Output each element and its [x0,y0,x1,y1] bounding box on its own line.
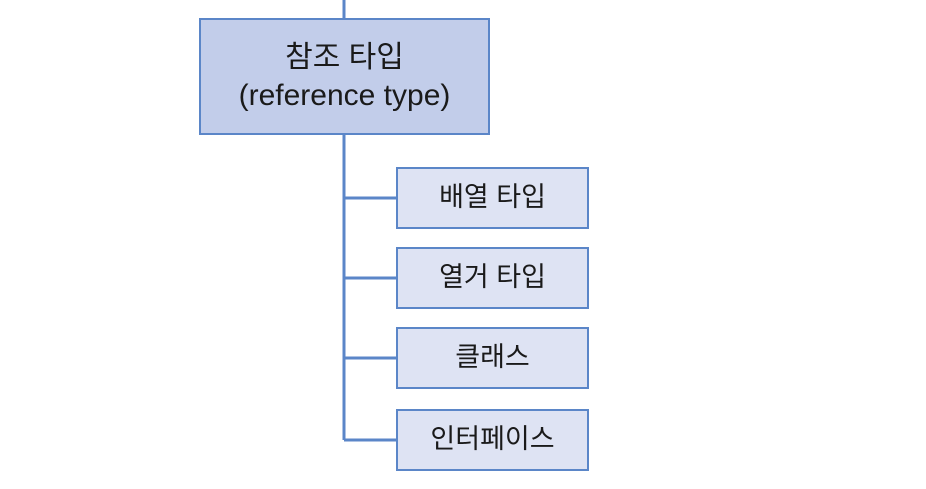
node-interface: 인터페이스 [396,409,589,471]
node-class-label: 클래스 [455,342,530,373]
node-interface-label: 인터페이스 [430,424,555,455]
node-enum-type-label: 열거 타입 [439,262,546,293]
node-enum-type: 열거 타입 [396,247,589,309]
node-reference-type-label-en: (reference type) [238,78,451,112]
node-class: 클래스 [396,327,589,389]
node-reference-type-label-ko: 참조 타입 [285,41,404,75]
node-reference-type: 참조 타입 (reference type) [199,18,490,135]
node-array-type-label: 배열 타입 [439,182,546,213]
node-array-type: 배열 타입 [396,167,589,229]
